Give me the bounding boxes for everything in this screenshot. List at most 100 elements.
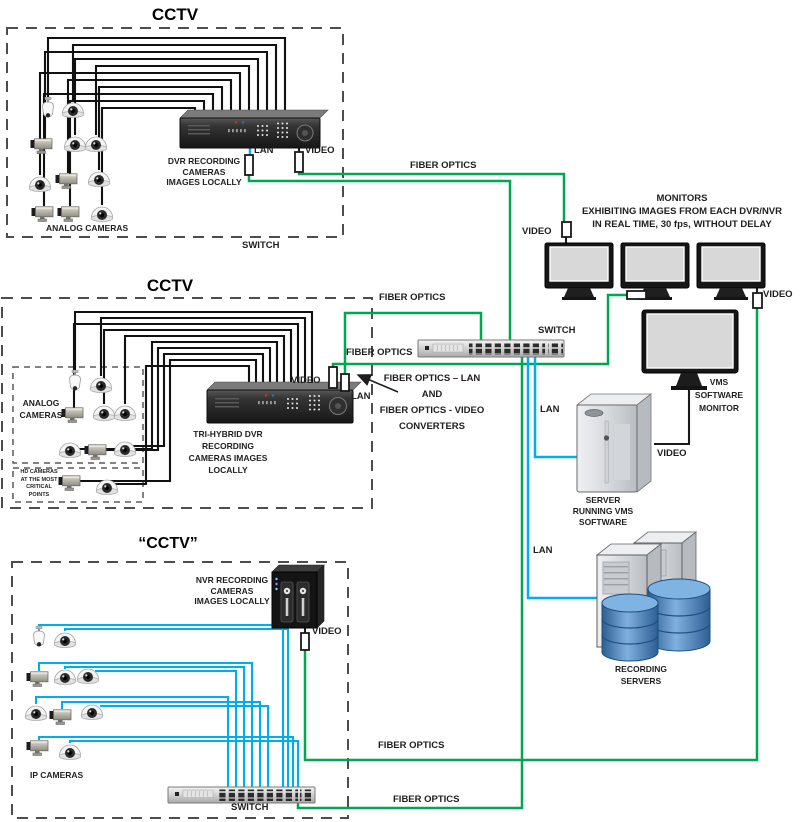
- fiber-optics-label-top: FIBER OPTICS: [410, 160, 477, 171]
- camera-cable: [46, 36, 287, 118]
- converter-dvr1-video: [294, 151, 304, 173]
- nvr-device: [271, 564, 325, 629]
- monitor-1: [544, 242, 614, 300]
- camera-cable: [37, 735, 295, 787]
- bullet-camera-icon: [31, 206, 54, 222]
- analog-cameras-label-top: ANALOG CAMERAS: [46, 223, 129, 233]
- nvr-caption: NVR RECORDING CAMERAS IMAGES LOCALLY: [194, 575, 270, 606]
- analog-cameras-label-mid: ANALOG CAMERAS: [19, 398, 63, 420]
- dome-camera-icon: [28, 176, 52, 192]
- video-label-nvr: VIDEO: [312, 626, 342, 637]
- bullet-camera-icon: [57, 206, 80, 222]
- fiber-dvr1-video-to-monitor1: [297, 172, 566, 222]
- fiber-optics-label-mid-lan: FIBER OPTICS: [379, 292, 446, 303]
- video-label-server: VIDEO: [657, 448, 687, 459]
- dome-camera-icon: [80, 704, 104, 720]
- camera-cable: [68, 739, 300, 787]
- lan-label-dvr1: LAN: [254, 145, 274, 156]
- dome-camera-icon: [90, 206, 114, 222]
- database-cylinder-front: [601, 593, 659, 662]
- bullet-camera-icon: [26, 740, 49, 756]
- recording-servers: [595, 531, 711, 662]
- cctv-bottom-title: “CCTV”: [138, 535, 198, 552]
- camera-cable: [66, 78, 233, 173]
- fiber-converters: [244, 151, 763, 651]
- vms-monitor-caption: VMS SOFTWARE MONITOR: [694, 377, 744, 413]
- camera-cable: [99, 316, 307, 390]
- cctv-bottom-boundary: [11, 561, 349, 819]
- lan-label-recording: LAN: [533, 545, 553, 556]
- bullet-camera-icon: [84, 444, 107, 460]
- lan-label-dvr2: LAN: [351, 391, 371, 402]
- dvr1-caption: DVR RECORDING CAMERAS IMAGES LOCALLY: [166, 156, 242, 187]
- camera-cable: [63, 665, 246, 787]
- video-label-monitor3: VIDEO: [763, 289, 793, 300]
- hd-cameras-label: HD CAMERAS AT THE MOST CRITICAL POINTS: [20, 469, 58, 498]
- ptz-camera-icon: [33, 626, 45, 647]
- dome-camera-icon: [113, 405, 137, 421]
- dome-camera-icon: [24, 705, 48, 721]
- lan-switch-to-recording-servers: [526, 357, 597, 600]
- camera-cable: [37, 661, 254, 787]
- ip-cameras-label: IP CAMERAS: [30, 770, 84, 780]
- dvr-device-top: [179, 109, 329, 149]
- converters-note: FIBER OPTICS – LAN AND FIBER OPTICS - VI…: [379, 373, 485, 432]
- converter-dvr1-lan: [244, 154, 254, 176]
- dome-camera-icon: [53, 632, 77, 648]
- camera-cable: [63, 627, 290, 787]
- fiber-optics-label-bottom-video: FIBER OPTICS: [378, 740, 445, 751]
- dome-camera-icon: [58, 744, 82, 760]
- switch-label-mid: SWITCH: [538, 325, 576, 336]
- database-cylinder-back: [647, 578, 711, 652]
- monitor-3: [696, 242, 766, 300]
- switch-label-top: SWITCH: [242, 240, 280, 251]
- cctv-top-title: CCTV: [151, 5, 199, 24]
- monitors-caption: MONITORS EXHIBITING IMAGES FROM EACH DVR…: [581, 193, 783, 230]
- ip-cameras: [24, 626, 104, 760]
- switch-device-bottom: [167, 786, 316, 804]
- fiber-optic-lines: [247, 172, 759, 810]
- tri-hybrid-dvr-device: [206, 381, 362, 424]
- converter-monitor3-video: [752, 292, 763, 309]
- dome-camera-icon: [87, 171, 111, 187]
- camera-cable: [68, 99, 206, 206]
- fiber-dvr1-lan-to-switch: [247, 175, 512, 340]
- vms-server-tower: [575, 393, 653, 493]
- dome-camera-icon: [84, 136, 108, 152]
- camera-cable: [73, 57, 260, 135]
- converter-dvr2-video: [328, 366, 338, 389]
- ptz-camera-icon: [69, 370, 81, 391]
- monitor-2: [620, 242, 690, 300]
- fiber-dvr2-lan-to-switch: [343, 311, 483, 374]
- camera-cable: [42, 92, 215, 206]
- fiber-nvr-video-to-monitor3: [303, 308, 759, 762]
- cctv-top-boundary: [6, 27, 344, 238]
- camera-cable: [123, 334, 286, 404]
- converter-dvr2-lan: [340, 373, 350, 392]
- video-label-monitor1: VIDEO: [522, 226, 552, 237]
- hd-dome-camera-icon: [95, 479, 119, 495]
- converter-nvr-video: [300, 632, 310, 651]
- camera-cable: [60, 700, 262, 787]
- ip-camera-cables: [34, 623, 300, 787]
- dome-camera-icon: [92, 405, 116, 421]
- converters-note-arrow: [356, 374, 399, 393]
- converter-monitor2-video: [626, 290, 647, 300]
- camera-cable: [72, 322, 300, 409]
- analog-camera-cables-top: [38, 36, 287, 206]
- fiber-optics-label-mid-video: FIBER OPTICS: [346, 347, 413, 358]
- camera-cable: [107, 364, 251, 486]
- camera-cable: [95, 669, 238, 787]
- vms-software-monitor: [641, 309, 739, 390]
- fiber-bottom-switch-to-switch: [296, 357, 524, 810]
- video-label-dvr1: VIDEO: [305, 145, 335, 156]
- bullet-camera-icon: [30, 138, 53, 154]
- switch-label-bottom: SWITCH: [231, 802, 269, 813]
- fiber-optics-label-bottom-lan: FIBER OPTICS: [393, 794, 460, 805]
- camera-cable: [102, 328, 293, 404]
- recording-servers-caption: RECORDING SERVERS: [615, 664, 667, 686]
- bullet-camera-icon: [26, 671, 49, 687]
- dvr2-caption: TRI-HYBRID DVR RECORDING CAMERAS IMAGES …: [188, 429, 268, 475]
